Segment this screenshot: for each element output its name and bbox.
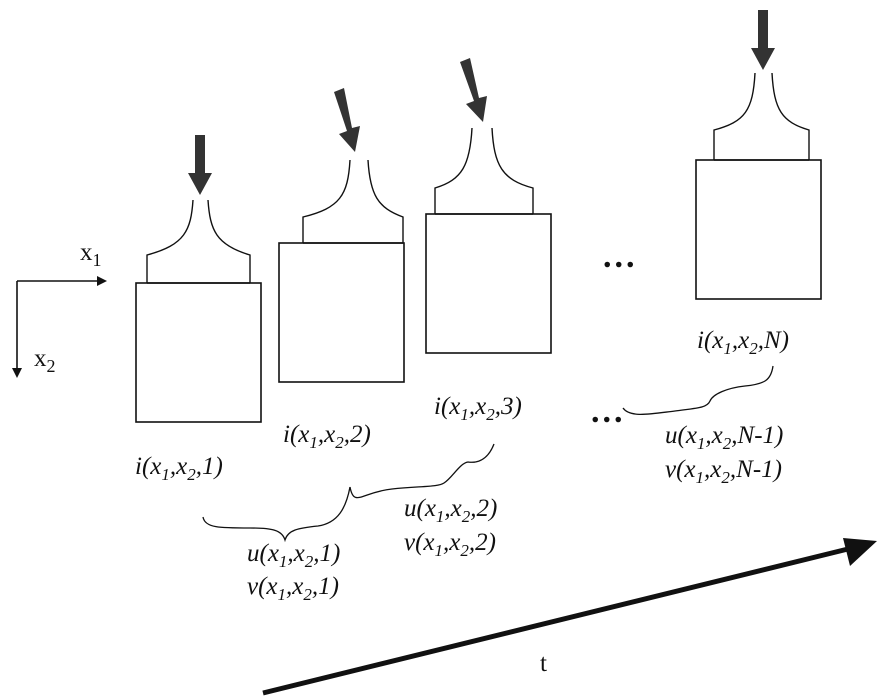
time-arrow-head: [843, 538, 877, 566]
frame-3: i(x1,x2,3): [425, 58, 552, 424]
frame-n-clamp: [713, 72, 810, 161]
frame-2-pressure-arrow: [334, 88, 360, 152]
frame-1-image: [135, 282, 262, 423]
flow-2-u-label: u(x1,x2,2): [404, 495, 497, 526]
x1-axis-label: x1: [80, 239, 102, 270]
frame-2-clamp: [302, 159, 404, 244]
flow-1-labels: u(x1,x2,1) v(x1,x2,1): [247, 540, 340, 604]
time-label: t: [540, 650, 547, 677]
flow-n-v-label: v(x1,x2,N-1): [665, 456, 782, 487]
frame-3-label: i(x1,x2,3): [434, 393, 522, 424]
time-arrow-shaft: [262, 546, 849, 696]
frame-3-image: [425, 213, 552, 354]
frame-3-pressure-arrow: [460, 58, 487, 122]
x2-axis-label: x2: [34, 345, 56, 376]
frame-2-label: i(x1,x2,2): [283, 421, 371, 452]
ellipsis-bottom: ...: [591, 393, 626, 430]
frame-n-pressure-arrow: [751, 10, 775, 70]
frame-1-label: i(x1,x2,1): [135, 453, 223, 484]
flow-2-labels: u(x1,x2,2) v(x1,x2,2): [404, 495, 497, 560]
frame-1-pressure-arrow: [188, 135, 212, 195]
brace-flow-n: [622, 365, 774, 416]
flow-2-v-label: v(x1,x2,2): [404, 529, 496, 560]
frame-n-label: i(x1,x2,N): [697, 327, 789, 358]
coordinate-axes: x1 x2: [12, 239, 107, 378]
flow-1-u-label: u(x1,x2,1): [247, 540, 340, 571]
frame-n-image: [695, 159, 822, 300]
frame-3-clamp: [434, 127, 534, 215]
brace-flow-1: [202, 486, 351, 543]
frame-1-clamp: [146, 199, 251, 284]
frame-n: i(x1,x2,N): [695, 10, 822, 358]
time-axis: t: [262, 538, 877, 696]
frame-2-image: [278, 242, 405, 383]
flow-n-u-label: u(x1,x2,N-1): [665, 422, 783, 453]
frame-1: i(x1,x2,1): [135, 135, 262, 484]
flow-n-labels: u(x1,x2,N-1) v(x1,x2,N-1): [665, 422, 783, 487]
ellipsis-top: ...: [603, 238, 638, 275]
flow-1-v-label: v(x1,x2,1): [247, 573, 339, 604]
frame-2: i(x1,x2,2): [278, 88, 405, 452]
brace-flow-2: [349, 443, 495, 499]
